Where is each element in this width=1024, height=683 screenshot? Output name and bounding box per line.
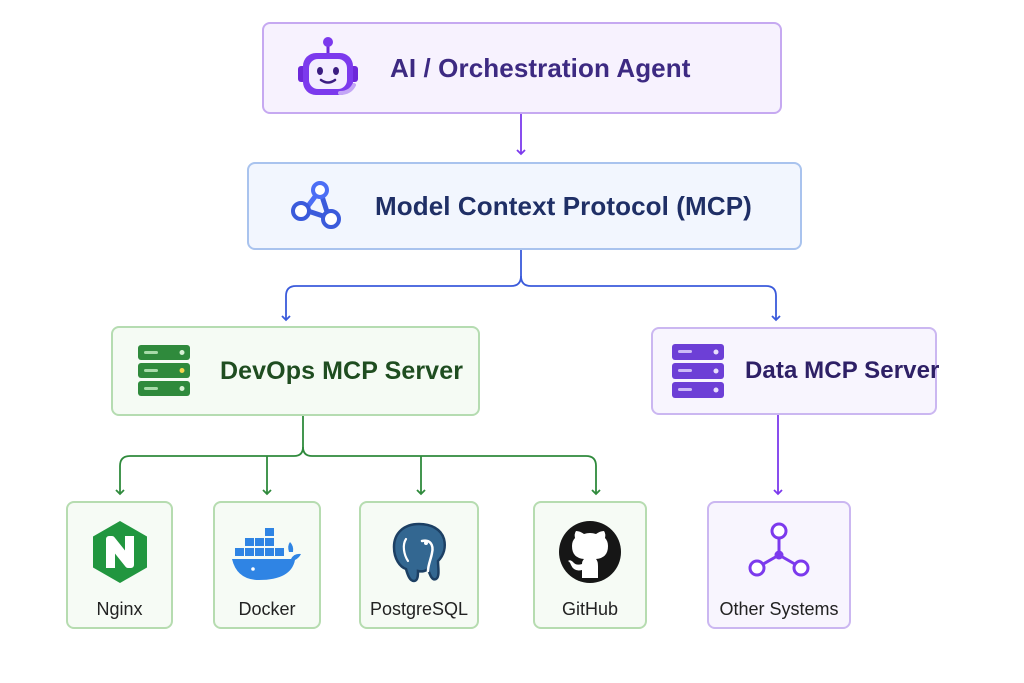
- protocol-node: Model Context Protocol (MCP): [247, 162, 802, 250]
- data-server-node: Data MCP Server: [651, 327, 940, 415]
- tool-tile-nginx: Nginx: [66, 501, 173, 629]
- tool-tile-docker: Docker: [213, 501, 321, 629]
- server-stack-icon: [138, 345, 190, 396]
- devops-server-title: DevOps MCP Server: [220, 356, 464, 385]
- tool-label: Other Systems: [719, 599, 839, 619]
- devops-server-node: DevOps MCP Server: [111, 326, 480, 416]
- tool-label: Nginx: [96, 599, 143, 619]
- tool-label: Docker: [238, 599, 296, 619]
- tool-label: PostgreSQL: [369, 599, 469, 619]
- tool-tile-other-systems: Other Systems: [707, 501, 851, 629]
- edge-protocol-to-data: [520, 275, 781, 322]
- robot-icon: [298, 37, 358, 95]
- nginx-icon: [92, 521, 147, 583]
- server-stack-icon: [672, 344, 724, 398]
- github-icon: [559, 521, 621, 583]
- tool-tile-github: GitHub: [533, 501, 647, 629]
- edge-protocol-split: [281, 250, 522, 322]
- tool-tile-postgresql: PostgreSQL: [359, 501, 479, 629]
- tool-label: GitHub: [561, 599, 619, 619]
- docker-icon: [232, 528, 301, 580]
- postgresql-icon: [392, 522, 446, 583]
- network-nodes-icon: [748, 522, 810, 577]
- edge-devops-to-github: [302, 446, 601, 496]
- share-nodes-icon: [291, 181, 341, 229]
- edge-devops-trunk: [115, 416, 304, 496]
- protocol-title: Model Context Protocol (MCP): [375, 190, 752, 221]
- data-server-title: Data MCP Server: [745, 357, 940, 384]
- agent-node: AI / Orchestration Agent: [262, 22, 782, 114]
- agent-title: AI / Orchestration Agent: [390, 52, 691, 83]
